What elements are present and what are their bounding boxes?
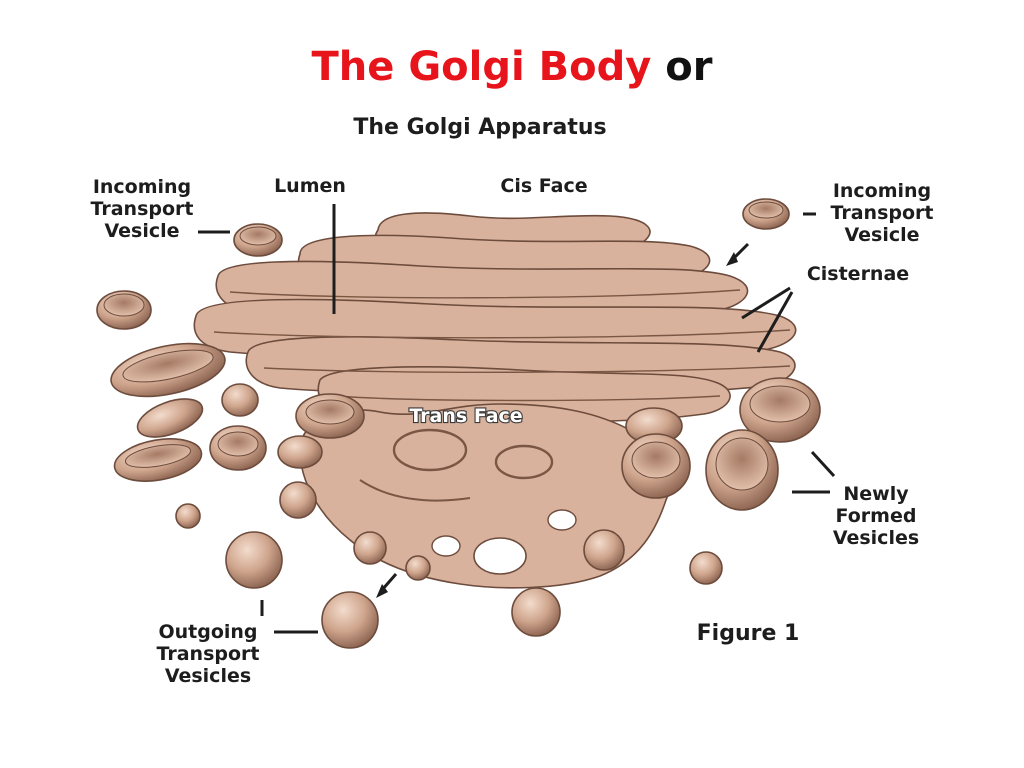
label-incoming-right-2: Transport <box>830 202 933 224</box>
label-figure: Figure 1 <box>697 621 800 646</box>
label-newly-formed-1: Newly <box>843 483 909 505</box>
label-incoming-right-3: Vesicle <box>844 224 919 246</box>
label-incoming-right-1: Incoming <box>833 180 931 202</box>
diagram-heading: The Golgi Apparatus <box>353 115 606 140</box>
title-accent: The Golgi Body <box>311 44 652 90</box>
label-cis-face: Cis Face <box>500 175 587 197</box>
trans-face-network <box>299 403 672 589</box>
label-incoming-left-3: Vesicle <box>104 220 179 242</box>
label-lumen: Lumen <box>274 175 346 197</box>
label-newly-formed-3: Vesicles <box>833 527 919 549</box>
slide-title: The Golgi Body or <box>0 44 1024 90</box>
label-outgoing-1: Outgoing <box>158 621 257 643</box>
label-outgoing-3: Vesicles <box>165 665 251 687</box>
title-rest: or <box>665 44 713 90</box>
cisternae-stack <box>193 212 797 424</box>
label-incoming-left-1: Incoming <box>93 176 191 198</box>
label-outgoing-2: Transport <box>156 643 259 665</box>
sphere-vesicles <box>175 481 723 649</box>
cup-vesicles <box>96 198 821 511</box>
label-newly-formed-2: Formed <box>836 505 917 527</box>
label-cisternae: Cisternae <box>807 263 909 285</box>
pointers <box>198 204 836 634</box>
trans-face-body <box>299 403 672 589</box>
label-incoming-left-2: Transport <box>90 198 193 220</box>
label-trans-face: Trans Face <box>409 405 522 427</box>
labels: Incoming Transport Vesicle Lumen Cis Fac… <box>90 175 933 687</box>
